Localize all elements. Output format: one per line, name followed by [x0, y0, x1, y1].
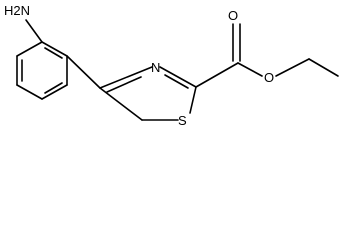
ring-sulfur-label: S	[178, 113, 187, 128]
bond	[16, 41, 43, 57]
double-bond-inner	[106, 76, 142, 93]
bond-to-ester-oxygen	[237, 62, 263, 77]
ring-nitrogen-label: N	[151, 60, 160, 75]
carbonyl-oxygen-label: O	[228, 8, 238, 23]
bond	[189, 86, 197, 114]
bond	[99, 66, 153, 89]
bond	[41, 41, 68, 57]
bond-to-carbonyl	[195, 62, 239, 88]
benzene-ring	[16, 41, 68, 100]
double-bond-inner	[44, 47, 63, 59]
double-bond-inner	[44, 82, 63, 94]
molecule-diagram: H2N N S O O	[4, 3, 339, 128]
ester-oxygen-label: O	[264, 70, 274, 85]
bond	[16, 84, 43, 100]
double-bond-inner	[164, 74, 189, 89]
bond	[41, 84, 68, 100]
bond-ethyl	[275, 58, 310, 77]
bond-aryl-thiazole	[66, 55, 101, 89]
bond	[99, 87, 143, 121]
amine-label: H2N	[4, 3, 30, 18]
bond	[159, 66, 197, 88]
bond-ethyl	[308, 58, 339, 77]
thiazole-ring	[99, 66, 197, 121]
bond-to-amine	[25, 19, 43, 43]
